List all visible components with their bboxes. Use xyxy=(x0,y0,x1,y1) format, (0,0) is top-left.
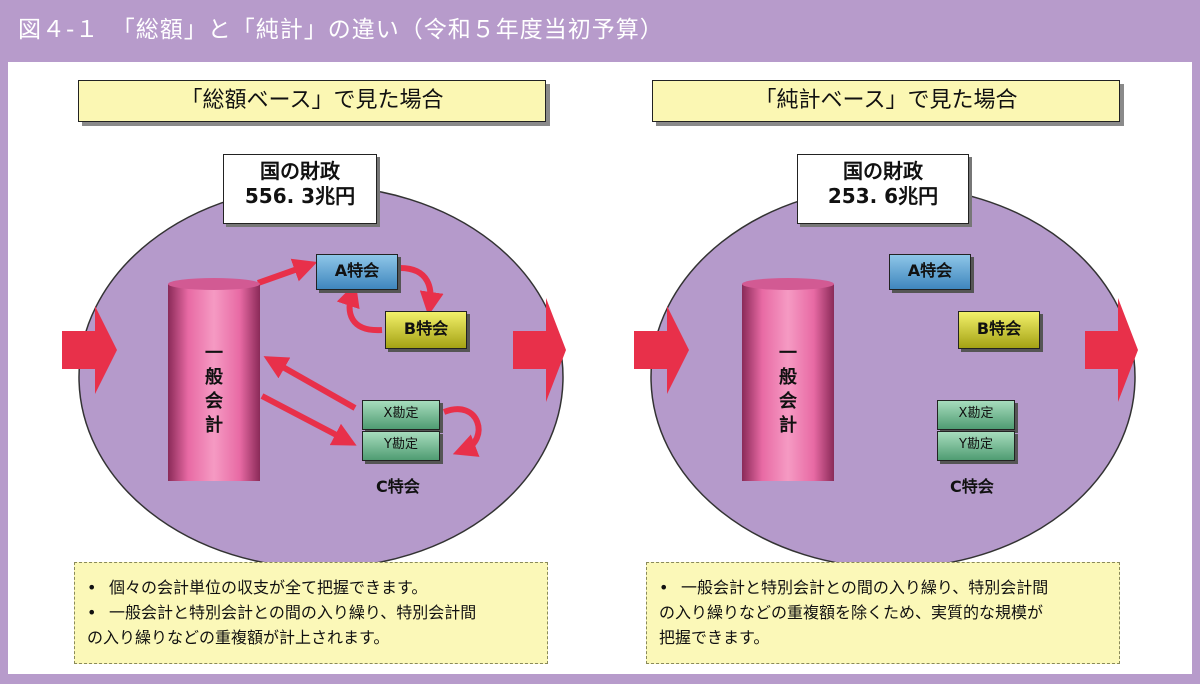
gross-ellipse xyxy=(78,185,564,569)
gross-x-account: X勘定 xyxy=(362,400,440,430)
x-to-general-arrow xyxy=(263,356,357,411)
net-note: •一般会計と特別会計との間の入り繰り、特別会計間 の入り繰りなどの重複額を除くた… xyxy=(646,562,1120,664)
gross-finance-box: 国の財政 556. 3兆円 xyxy=(223,154,377,224)
gross-inflow-arrow xyxy=(62,306,117,394)
net-x-account: X勘定 xyxy=(937,400,1015,430)
net-finance-amount: 253. 6兆円 xyxy=(827,184,939,208)
net-note-row-1: •一般会計と特別会計との間の入り繰り、特別会計間 xyxy=(659,578,1049,597)
net-outflow-arrow xyxy=(1085,298,1138,402)
figure-title: 図４-１ 「総額」と「純計」の違い（令和５年度当初予算） xyxy=(18,17,664,43)
net-b-account: B特会 xyxy=(958,311,1040,349)
gross-note-row-1: •個々の会計単位の収支が全て把握できます。 xyxy=(87,578,428,597)
net-inflow-arrow xyxy=(634,306,689,394)
gross-general-account: 一般会計 xyxy=(168,278,260,481)
net-finance-box: 国の財政 253. 6兆円 xyxy=(797,154,969,224)
gross-note-row-3: の入り繰りなどの重複額が計上されます。 xyxy=(87,628,390,647)
gross-finance-title: 国の財政 xyxy=(260,159,340,183)
a-to-b-arrow xyxy=(399,265,444,316)
net-banner: 「純計ベース」で見た場合 xyxy=(652,80,1120,122)
gross-finance-amount: 556. 3兆円 xyxy=(244,184,356,208)
net-ellipse xyxy=(650,185,1136,569)
gross-c-account: C特会 xyxy=(376,477,420,496)
net-finance-title: 国の財政 xyxy=(843,159,923,183)
gross-note-row-2: •一般会計と特別会計との間の入り繰り、特別会計間 xyxy=(87,603,477,622)
gross-a-account: A特会 xyxy=(316,254,398,290)
net-general-account: 一般会計 xyxy=(742,278,834,481)
gross-note: •個々の会計単位の収支が全て把握できます。 •一般会計と特別会計との間の入り繰り… xyxy=(74,562,548,664)
gross-outflow-arrow xyxy=(513,298,566,402)
net-note-row-2: の入り繰りなどの重複額を除くため、実質的な規模が xyxy=(659,603,1044,622)
b-to-a-arrow xyxy=(336,282,383,334)
gross-banner: 「総額ベース」で見た場合 xyxy=(78,80,546,122)
x-to-y-loop-arrow xyxy=(442,406,482,457)
net-y-account: Y勘定 xyxy=(937,431,1015,461)
gross-b-account: B特会 xyxy=(385,311,467,349)
net-c-account: C特会 xyxy=(950,477,994,496)
net-a-account: A特会 xyxy=(889,254,971,290)
gross-general-account-label: 一般会計 xyxy=(205,343,223,436)
gross-y-account: Y勘定 xyxy=(362,431,440,461)
net-note-row-3: 把握できます。 xyxy=(659,628,770,647)
general-to-a-arrow xyxy=(256,258,318,286)
general-to-y-arrow xyxy=(260,393,357,446)
net-general-account-label: 一般会計 xyxy=(779,343,797,436)
